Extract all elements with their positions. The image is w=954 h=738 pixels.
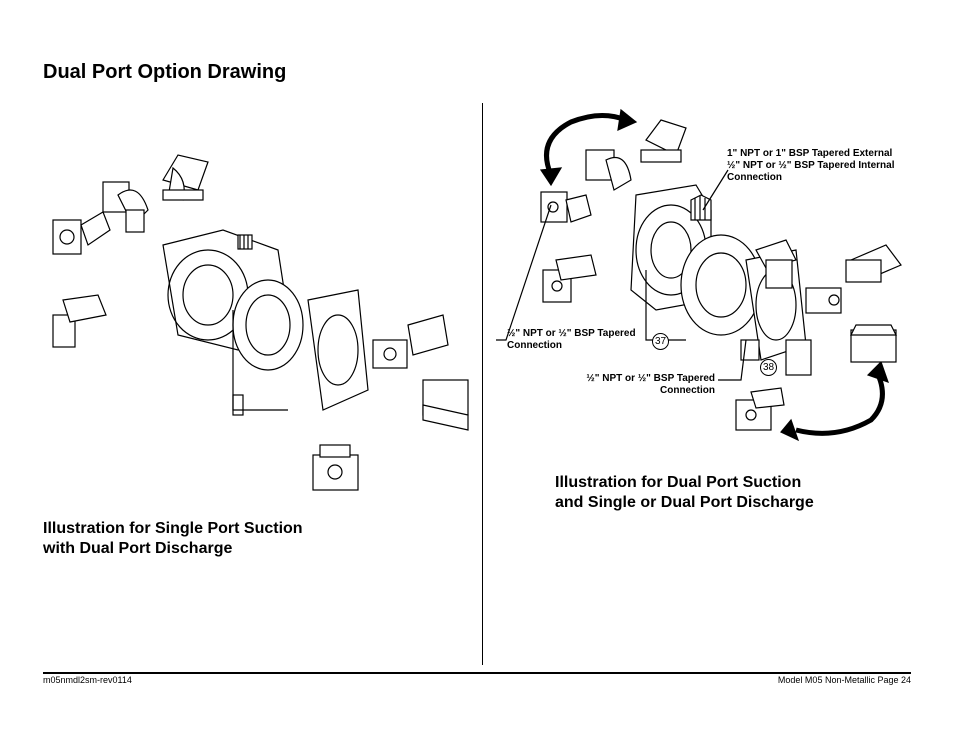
flange-part-c — [640, 119, 687, 163]
rotation-arrow-top — [544, 113, 627, 176]
leader-line-top — [702, 169, 729, 211]
callout-middle: ½" NPT or ½" BSP Tapered Connection — [586, 373, 715, 396]
callout-left: ½" NPT or ½" BSP Tapered Connection — [507, 328, 636, 351]
flange-part-g — [805, 287, 842, 314]
flange-part-2 — [102, 181, 149, 233]
flange-part-f — [845, 244, 902, 283]
flange-part-e — [755, 239, 797, 289]
page-title: Dual Port Option Drawing — [43, 61, 287, 83]
page-divider — [482, 103, 483, 665]
flange-part-3 — [162, 154, 209, 201]
flange-part-5 — [372, 314, 449, 369]
callout-top: 1" NPT or 1" BSP Tapered External ½" NPT… — [727, 148, 895, 183]
flange-part-h — [850, 324, 897, 363]
right-caption: Illustration for Dual Port Suction and S… — [555, 474, 814, 511]
item-number-38: 38 — [760, 359, 777, 376]
footer-doc-id: m05nmdl2sm-rev0114 — [43, 675, 132, 685]
flange-part-6 — [422, 379, 469, 431]
flange-part-1 — [52, 211, 111, 255]
leader-line-mid — [718, 339, 747, 381]
flange-part-7 — [312, 444, 359, 491]
single-port-suction-illustration — [52, 154, 469, 491]
flange-part-i — [735, 387, 785, 431]
dual-port-suction-illustration — [496, 108, 902, 442]
item-number-37: 37 — [652, 333, 669, 350]
rotation-arrow-bottom — [795, 368, 885, 436]
pump-body — [162, 229, 369, 416]
footer-rule — [43, 672, 911, 674]
footer-page-label: Model M05 Non-Metallic Page 24 — [777, 675, 911, 685]
flange-part-4 — [52, 294, 107, 348]
left-caption: Illustration for Single Port Suction wit… — [43, 520, 303, 557]
flange-part-b — [585, 149, 632, 191]
leader-line-left — [496, 204, 552, 341]
flange-part-a — [540, 191, 592, 223]
pump-body-right — [630, 184, 812, 376]
flange-part-d — [542, 254, 597, 303]
